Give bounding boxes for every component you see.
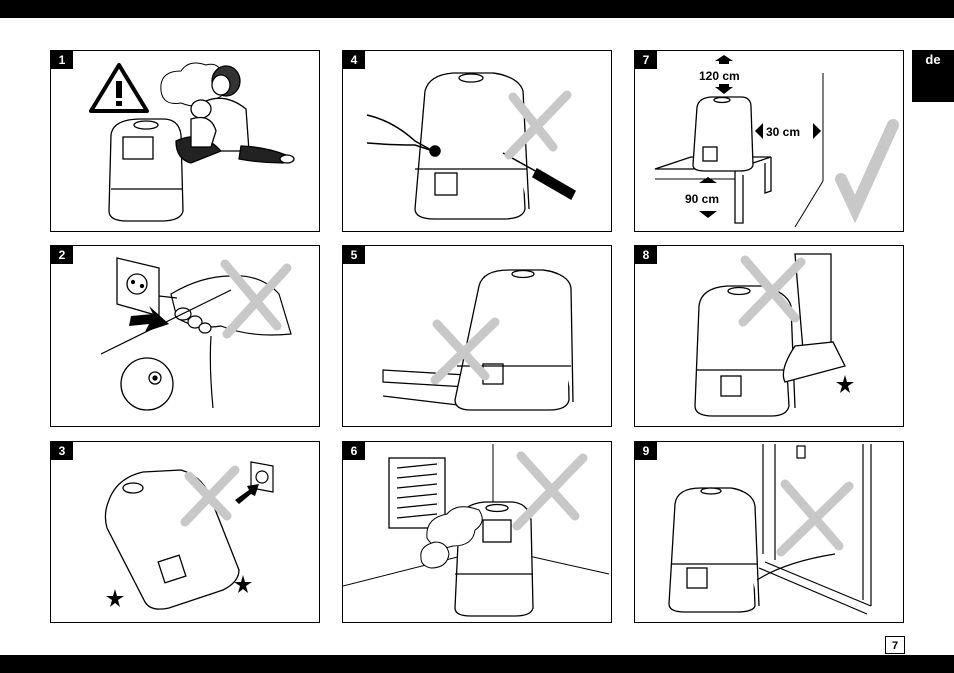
panel-1-warning-children: 1: [50, 50, 320, 232]
panel-8-no-kick: 8: [634, 245, 904, 427]
illustration-no-kick: [635, 246, 904, 427]
panel-5-no-tilt: 5: [342, 245, 612, 427]
wall-socket-icon: [117, 258, 159, 316]
illustration-keep-away-vent: [343, 442, 612, 623]
panel-4-no-tools: 4: [342, 50, 612, 232]
humidifier-icon: [693, 97, 753, 171]
power-cord-icon: [757, 554, 835, 580]
door-frame-icon: [759, 444, 871, 614]
panel-7-placement-distances: 7 120 cm 30 cm 90 cm: [634, 50, 904, 232]
wall-distance-label: 30 cm: [766, 125, 800, 139]
illustration-not-near-door: [635, 442, 904, 623]
illustration-wet-hands: [51, 246, 320, 427]
bottom-bar: [0, 655, 954, 673]
language-tab[interactable]: de: [912, 50, 954, 102]
illustration-placement: 120 cm 30 cm 90 cm: [635, 51, 904, 232]
impact-star-icon: [836, 375, 854, 393]
panel-6-keep-away-vent: 6: [342, 441, 612, 623]
cross-mark-icon: [517, 456, 583, 526]
height-distance-label: 120 cm: [699, 69, 740, 83]
cross-mark-icon: [781, 484, 849, 552]
humidifier-icon: [109, 119, 183, 221]
illustration-no-tipping: [51, 442, 320, 623]
top-bar: [0, 0, 954, 18]
panel-3-no-tipping: 3: [50, 441, 320, 623]
illustration-no-tools: [343, 51, 612, 232]
page-number: 7: [885, 636, 905, 654]
panel-9-not-near-door: 9: [634, 441, 904, 623]
warning-triangle-icon: [91, 65, 147, 111]
illustration-children-warning: [51, 51, 320, 232]
arrow-icon: [235, 484, 259, 504]
detail-zoom-icon: [121, 358, 173, 410]
humidifier-icon: [669, 488, 759, 612]
panel-2-wet-hands-plug: 2: [50, 245, 320, 427]
floor-distance-label: 90 cm: [685, 192, 719, 206]
check-mark-icon: [841, 125, 893, 209]
illustration-no-tilt: [343, 246, 612, 427]
